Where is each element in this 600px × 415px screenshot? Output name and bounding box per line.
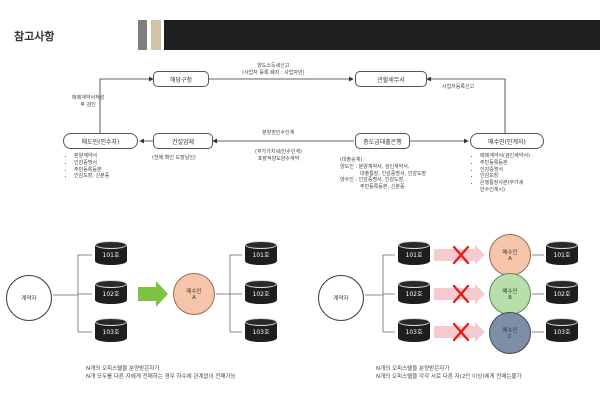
unit-cylinder: 103호 (245, 318, 277, 344)
buyer-a-circle: 매수인 A (173, 273, 215, 315)
unit-cylinder: 101호 (546, 241, 578, 267)
unit-label: 102호 (252, 291, 270, 298)
buyer-b-circle: 매수인 B (489, 273, 531, 315)
list-item: 주민등록등본 (74, 167, 109, 174)
contractor-circle: 계약자 (318, 275, 364, 321)
buyer-a-circle: 매수인 A (489, 234, 531, 276)
unit-cylinder: 101호 (245, 241, 277, 267)
note-line: N개 모두를 다른 자에게 전매하는 경우 하수에 관계없이 전매가능 (86, 373, 236, 380)
unit-cylinder: 102호 (546, 280, 578, 306)
unit-label: 102호 (102, 291, 120, 298)
list-item: 인감증명서 (480, 167, 530, 174)
node-bank: 중도금대출은행 (355, 133, 410, 149)
label-builder-transfer: 분양권인수인계 (262, 130, 295, 136)
seller-docs-list: 분양계약서 인감증명서 주민등록등본 인감도장, 신분증 (66, 153, 109, 180)
list-item: 양수인 : 인감증명서, 인감도장, (340, 177, 405, 184)
header-decoration-black (164, 20, 600, 50)
list-item: 인감도장 (480, 173, 530, 180)
unit-label: 103호 (405, 329, 423, 336)
unit-label: 101호 (252, 252, 270, 259)
buyer-letter: A (192, 295, 196, 301)
list-item: 주민등록등본, 신분증 (360, 184, 405, 190)
buyer-label: 매수인 (502, 289, 518, 295)
list-item: 은행통장사본(부가세 (480, 180, 530, 187)
unit-cylinder: 103호 (398, 318, 430, 344)
buyer-letter: B (508, 295, 512, 301)
label-buyer-registration: 사업자등록신고 (442, 84, 475, 90)
header-decoration-tan (151, 20, 161, 50)
buyer-label: 매수인 (502, 328, 518, 334)
list-item: 매매계약서(검인계약서) (480, 153, 530, 160)
unit-cylinder: 102호 (245, 280, 277, 306)
label-closure: 양도소득세신고 (사업자 등록 폐지 : 사업자만) (242, 63, 305, 77)
label-line: 양도소득세신고 (257, 63, 290, 69)
unit-cylinder: 101호 (95, 241, 127, 267)
unit-label: 103호 (553, 329, 571, 336)
label-contract-doc: 매매계약서작성 후 검인 (72, 95, 104, 109)
buyer-label: 매수인 (502, 250, 518, 256)
list-item: 인감증명서 (74, 160, 109, 167)
buyer-label: 매수인 (186, 289, 202, 295)
unit-label: 102호 (553, 291, 571, 298)
unit-label: 103호 (102, 329, 120, 336)
contractor-label: 계약자 (333, 296, 349, 302)
label-line: 포괄적양도양수계약 (257, 155, 300, 162)
node-builder: 건설업체 (153, 133, 213, 149)
page-title: 참고사항 (14, 30, 55, 43)
unit-cylinder: 103호 (95, 318, 127, 344)
bank-docs: (대출승계) 양도인 : 분양계약서, 검인계약서, 대출통장, 인감증명서, … (340, 157, 426, 191)
list-item: 안수인계시) (480, 186, 505, 193)
buyer-docs-list: 매매계약서(검인계약서) 주민등록등본 인감증명서 인감도장 은행통장사본(부가… (472, 153, 530, 194)
buyer-letter: A (508, 256, 512, 262)
label-builder-confirm: (전매 확인 도장날인) (152, 155, 196, 161)
unit-label: 101호 (553, 252, 571, 259)
node-buyer: 매수인(인계자) (470, 133, 544, 149)
buyer-letter: C (508, 334, 512, 340)
list-item: 분양계약서 (74, 153, 109, 160)
buyer-c-circle: 매수인 C (489, 312, 531, 354)
left-scenario-note: N개의 오피스텔을 분양받은자가 N개 모두를 다른 자에게 전매하는 경우 하… (86, 366, 236, 381)
right-scenario-note: N개의 오피스텔을 분양받은자가 N개의 오피스텔을 각각 서로 다른 자(2인… (376, 366, 522, 381)
contractor-circle: 계약자 (6, 275, 52, 321)
node-tax-office: 관할세무서 (355, 71, 427, 87)
note-line: N개의 오피스텔을 각각 서로 다른 자(2인 이상)에게 전매는불가 (376, 373, 522, 380)
list-item: 대출통장, 인감증명서, 인감도장 (360, 170, 427, 177)
unit-label: 102호 (405, 291, 423, 298)
label-line: 매매계약서작성 (72, 95, 105, 101)
header-decoration-gray (138, 20, 147, 50)
node-district-office: 해당구청 (153, 71, 209, 87)
list-item: (대출승계) (340, 157, 363, 163)
note-line: N개의 오피스텔을 분양받은자가 (376, 366, 450, 372)
list-item: 주민등록등본 (480, 160, 530, 167)
label-line: (부가가치세/인수인계) (255, 149, 302, 155)
note-line: N개의 오피스텔을 분양받은자가 (86, 366, 160, 372)
unit-label: 103호 (252, 329, 270, 336)
list-item: 인감도장, 신분증 (74, 173, 109, 180)
node-seller: 매도인(인수자) (63, 133, 138, 149)
unit-cylinder: 103호 (546, 318, 578, 344)
contractor-label: 계약자 (21, 296, 37, 302)
unit-cylinder: 101호 (398, 241, 430, 267)
unit-label: 101호 (405, 252, 423, 259)
unit-cylinder: 102호 (398, 280, 430, 306)
unit-label: 101호 (102, 252, 120, 259)
label-line: (사업자 등록 폐지 : 사업자만) (242, 69, 305, 76)
list-item: 양도인 : 분양계약서, 검인계약서, (340, 163, 410, 170)
unit-cylinder: 102호 (95, 280, 127, 306)
label-builder-inherit: (부가가치세/인수인계) 포괄적양도양수계약 (255, 149, 302, 163)
label-line: 후 검인 (80, 101, 96, 108)
